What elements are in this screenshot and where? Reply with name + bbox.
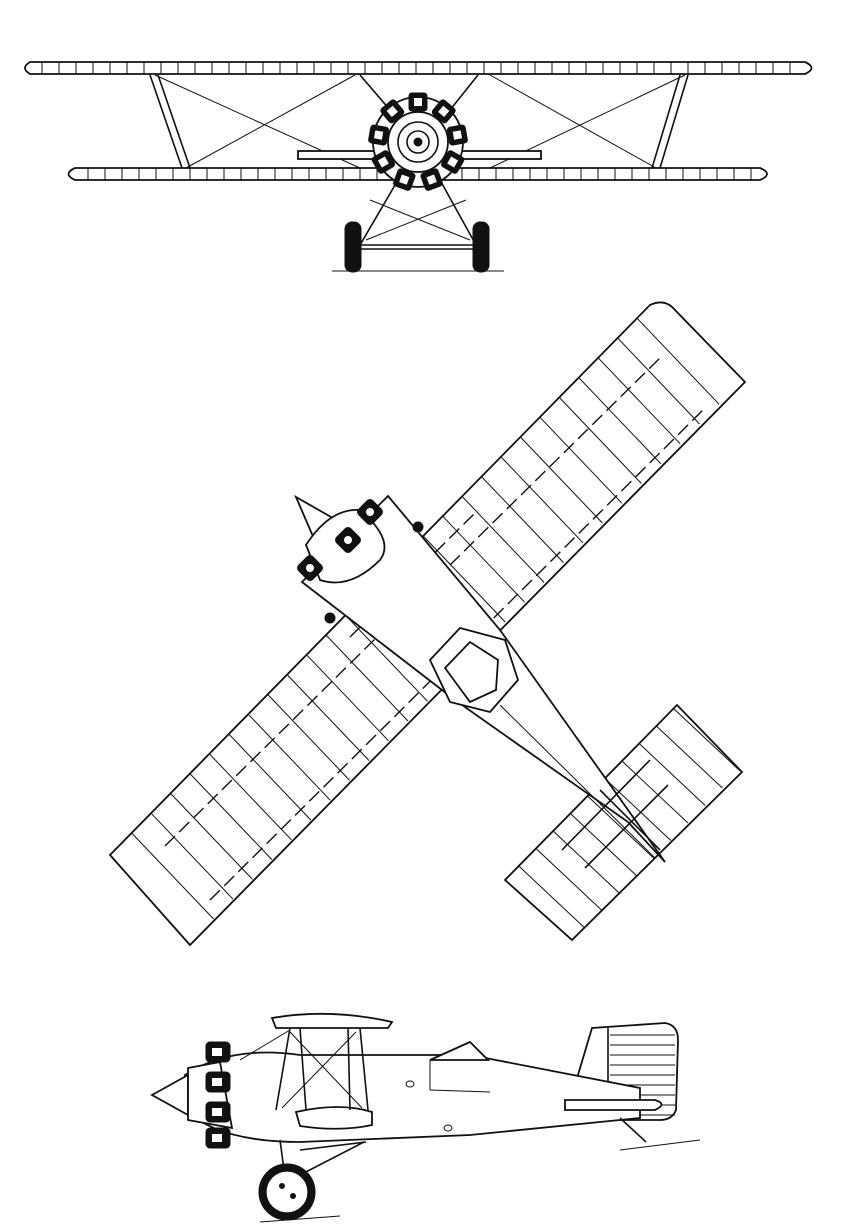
engine-side <box>150 1041 234 1149</box>
interplane-struts-front <box>149 74 689 169</box>
upper-wing-side <box>270 1012 394 1029</box>
wheel-right-front <box>472 221 490 273</box>
cabane-struts-side <box>239 1027 369 1111</box>
top-view <box>108 301 747 947</box>
tailplane-top <box>503 703 744 942</box>
engine-front <box>368 92 468 191</box>
engine-top <box>294 494 386 584</box>
wheel-side <box>258 1163 316 1221</box>
strut-fitting <box>324 612 336 624</box>
front-view <box>24 61 813 273</box>
strut-fitting <box>412 521 424 533</box>
lower-wing-side <box>294 1106 373 1130</box>
wheel-left-front <box>344 221 362 273</box>
fuselage-top <box>300 494 669 869</box>
upper-wing-front <box>24 61 813 75</box>
landing-gear-front <box>332 179 504 272</box>
